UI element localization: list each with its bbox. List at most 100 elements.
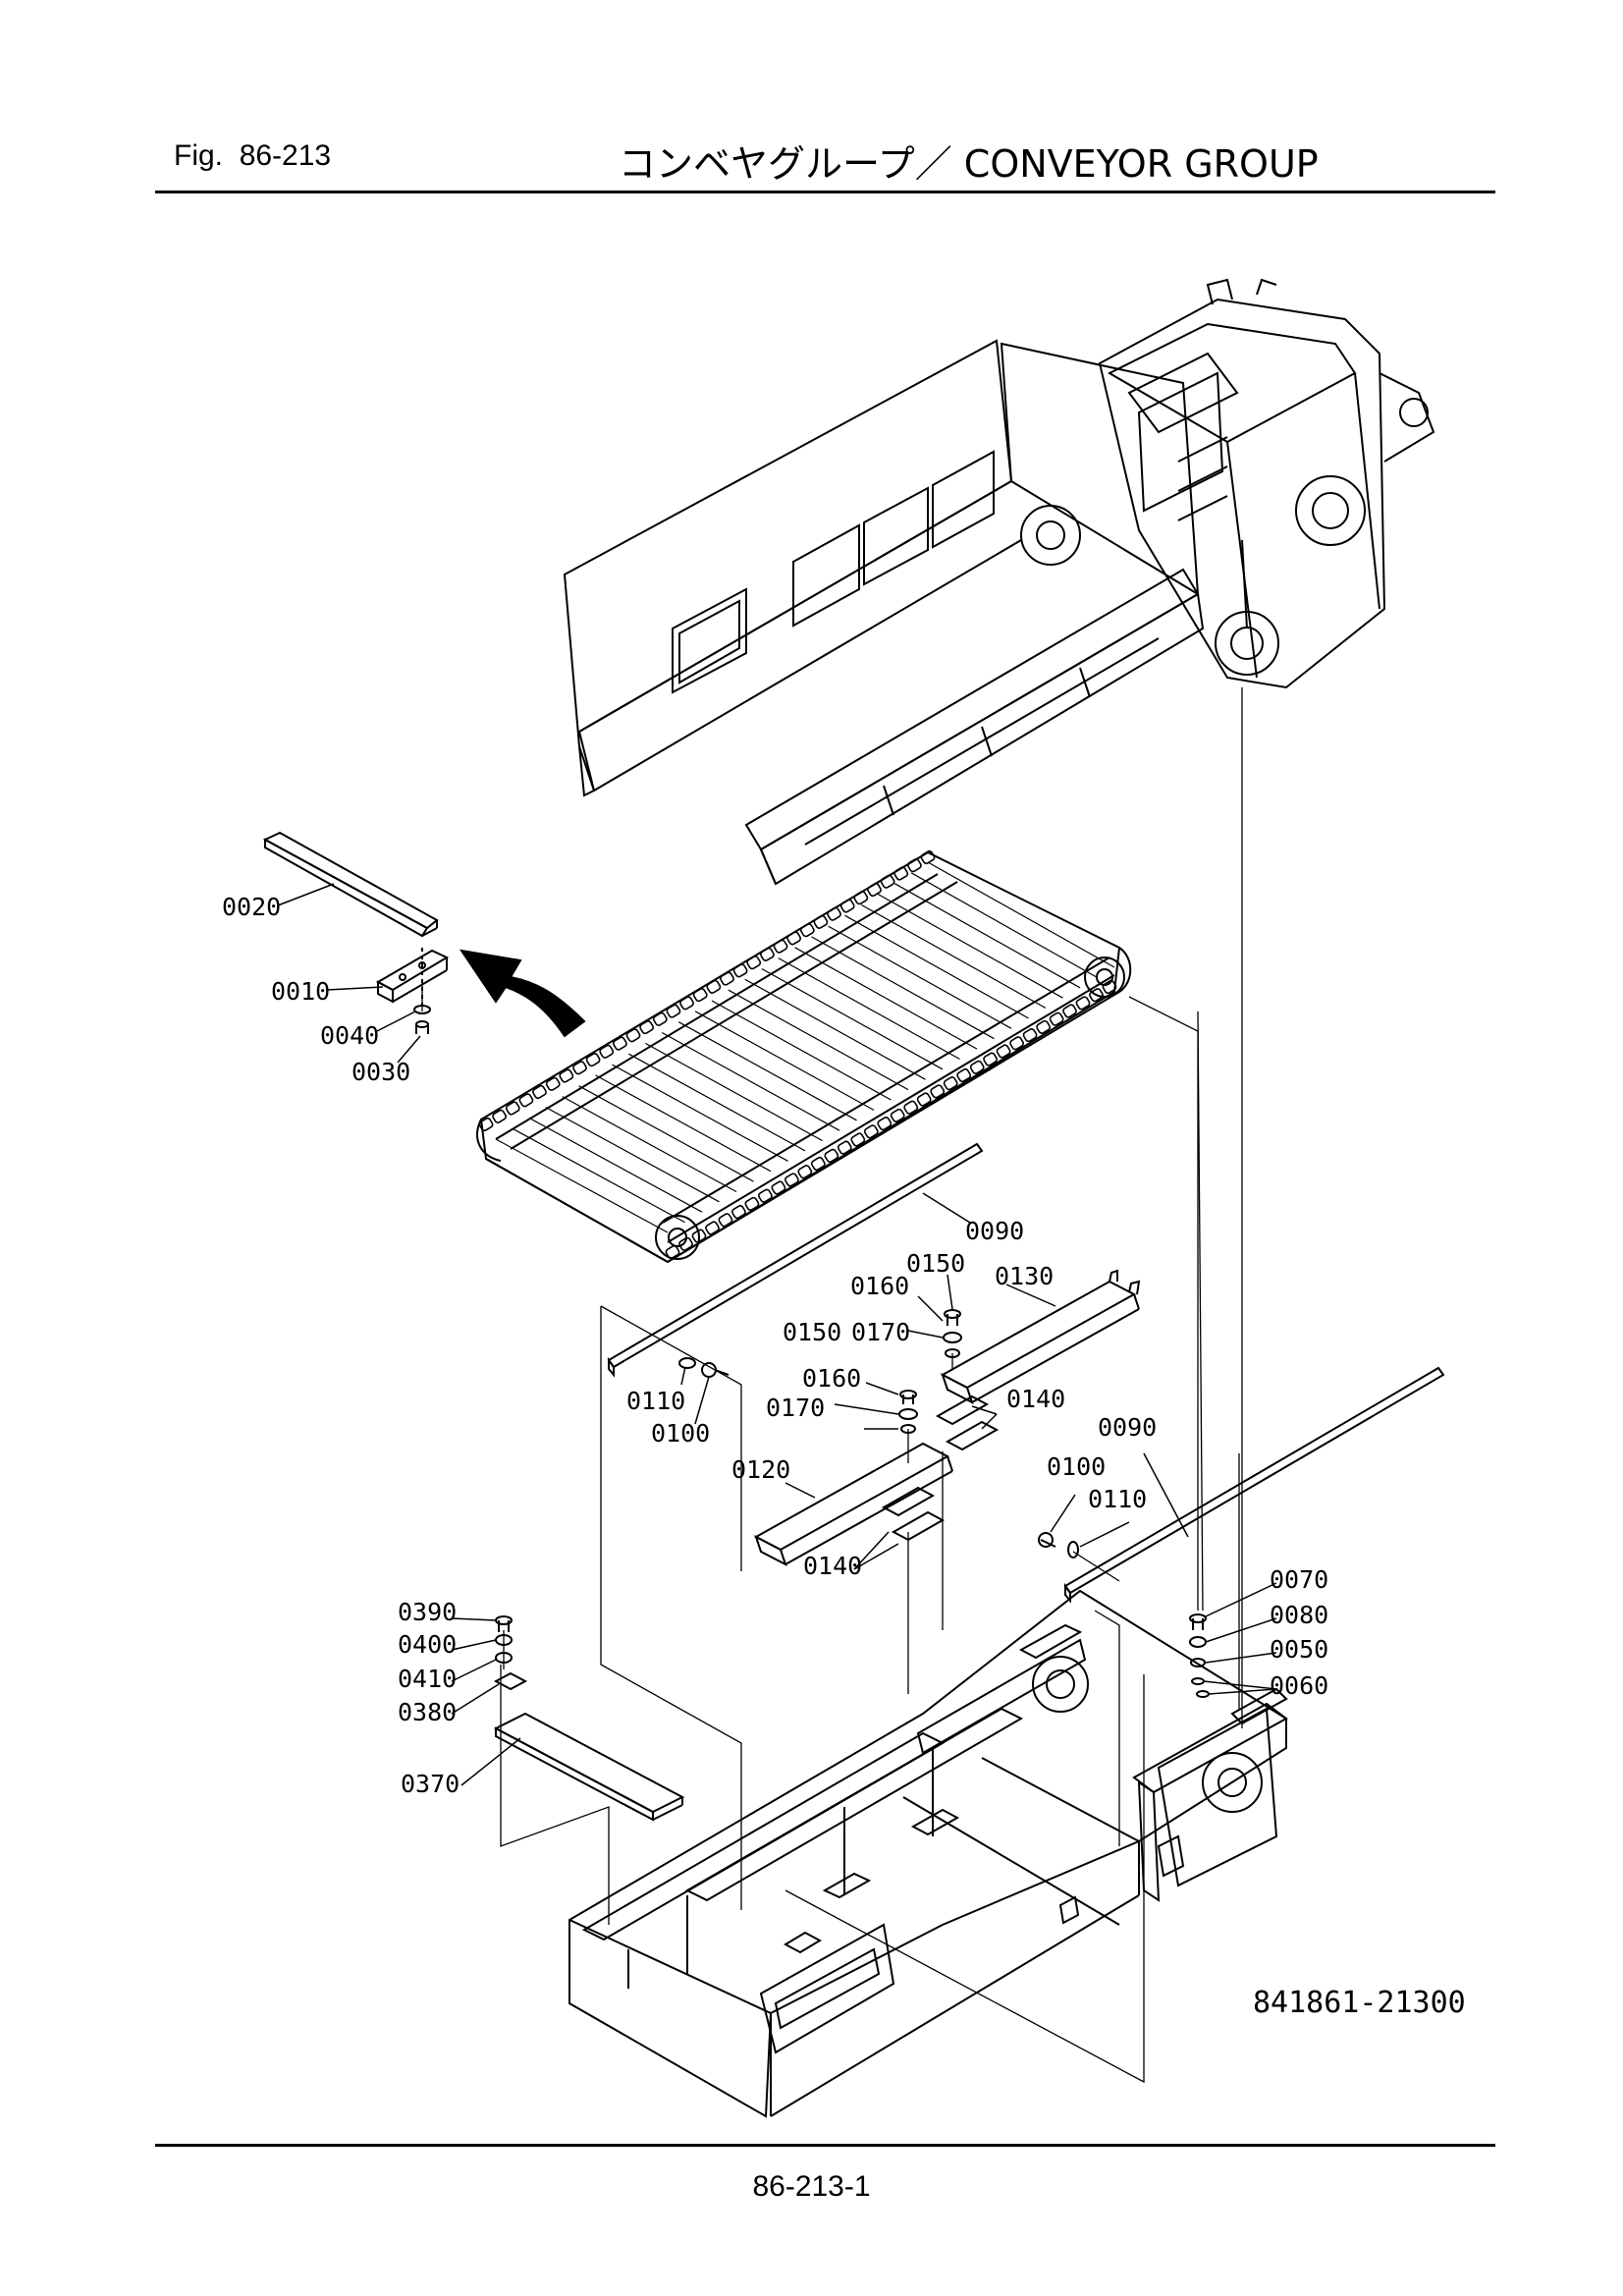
head-frame [1020,278,1435,689]
scraper-bracket-0010 [375,949,450,1004]
chain-link [759,947,775,961]
callout-0170-lower: 0170 [766,1394,825,1422]
chain-link [771,1180,786,1195]
callout-0390: 0390 [398,1598,457,1626]
chain-link [692,988,708,1003]
belt-slat [645,1042,823,1142]
callout-0090-right: 0090 [1098,1413,1157,1442]
callout-0050: 0050 [1270,1635,1328,1664]
chain-link [943,1076,958,1091]
callout-0140-upper: 0140 [1006,1385,1065,1413]
leader-lines [277,883,1277,1786]
callout-0120: 0120 [731,1455,790,1484]
belt-slat [661,1031,840,1131]
chain-link [797,1165,813,1179]
belt-slat [612,1064,788,1162]
chain-link [720,971,734,986]
callout-0160-lower: 0160 [802,1364,861,1393]
chain-link [893,866,909,881]
chain-link [916,1092,932,1107]
callout-0030: 0030 [352,1058,410,1086]
side-cover-panel [563,339,1022,797]
belt-slat [927,861,1115,968]
chain-link [890,1108,905,1122]
chain-link [930,1084,946,1099]
chain-link [732,963,748,978]
chain-link [839,899,855,913]
chain-link [625,1028,641,1043]
bolt-0100-right [1038,1532,1079,1558]
chain-link [996,1044,1011,1059]
callout-0040: 0040 [320,1021,379,1050]
callout-0140-lower: 0140 [803,1552,862,1580]
chain-link [1009,1036,1025,1051]
belt-slat [778,957,960,1061]
belt-slat [545,1106,720,1203]
chain-link [1022,1028,1038,1043]
chain-link [518,1093,534,1108]
callout-0100-right: 0100 [1047,1452,1106,1481]
bracket-0130 [940,1269,1141,1405]
belt-slat [844,914,1029,1019]
chain-link [532,1084,547,1100]
chain-link [837,1140,852,1155]
belt-slat [893,883,1081,989]
belt-slat [877,893,1063,999]
bolt-set-0070 [1189,1613,1210,1698]
drawing-number: 841861-21300 [1253,1986,1466,2020]
belt-slat [744,978,926,1080]
direction-arrow [459,949,586,1038]
chain-link [679,996,694,1011]
belt-slat [828,925,1012,1029]
bolt-0030 [413,1005,431,1034]
chain-link [559,1068,574,1083]
bolt-set-0150-lower [898,1390,918,1434]
chain-link [1075,996,1091,1011]
callout-0100-left: 0100 [651,1419,710,1448]
chain-link [1089,988,1104,1003]
chain-link [853,891,869,905]
belt-slat [512,1127,685,1224]
belt-slat [910,872,1098,978]
chain-link [1102,979,1117,995]
belt-slat [628,1053,806,1152]
chain-link [652,1011,668,1026]
callout-0150-upper: 0150 [906,1249,965,1278]
shim-0140-upper [935,1394,1000,1451]
chain-link [545,1076,561,1091]
belt-slats [495,861,1115,1233]
chain-link [746,956,762,970]
chain-link [612,1036,627,1051]
chain-link [903,1100,919,1115]
callout-0070: 0070 [1270,1565,1328,1594]
chain-link [969,1060,985,1074]
belt-slat [711,1000,892,1101]
chain-link [827,906,841,921]
figure-prefix: Fig. [174,139,224,172]
chain-link [799,923,815,938]
belt-slat [595,1074,772,1173]
cover-plate-0370 [493,1712,685,1822]
chain-link [920,849,936,865]
callout-0170-upper: 0170 [851,1318,910,1346]
bolt-set-0150-upper [943,1309,962,1358]
chain-link [492,1109,508,1123]
callout-0110-left: 0110 [626,1387,685,1415]
shim-0140-lower [881,1486,946,1542]
chain-link [906,858,922,873]
callout-labels: 0020 0010 0040 0030 0090 0150 0160 0130 … [222,893,1328,1798]
belt-slat [861,903,1047,1010]
callout-0090-upper: 0090 [965,1217,1024,1245]
chain-link [956,1067,972,1083]
chain-link [880,874,895,889]
chain-link [478,1117,494,1132]
callout-0020: 0020 [222,893,281,921]
callout-0160-upper: 0160 [850,1272,909,1300]
chain-link [810,1156,826,1172]
callout-0380: 0380 [398,1698,457,1726]
chain-link [705,1221,720,1235]
belt-slat [677,1021,857,1121]
side-rail-0090-right [1063,1366,1445,1604]
chain-link [639,1020,655,1035]
belt-slat [811,936,995,1040]
